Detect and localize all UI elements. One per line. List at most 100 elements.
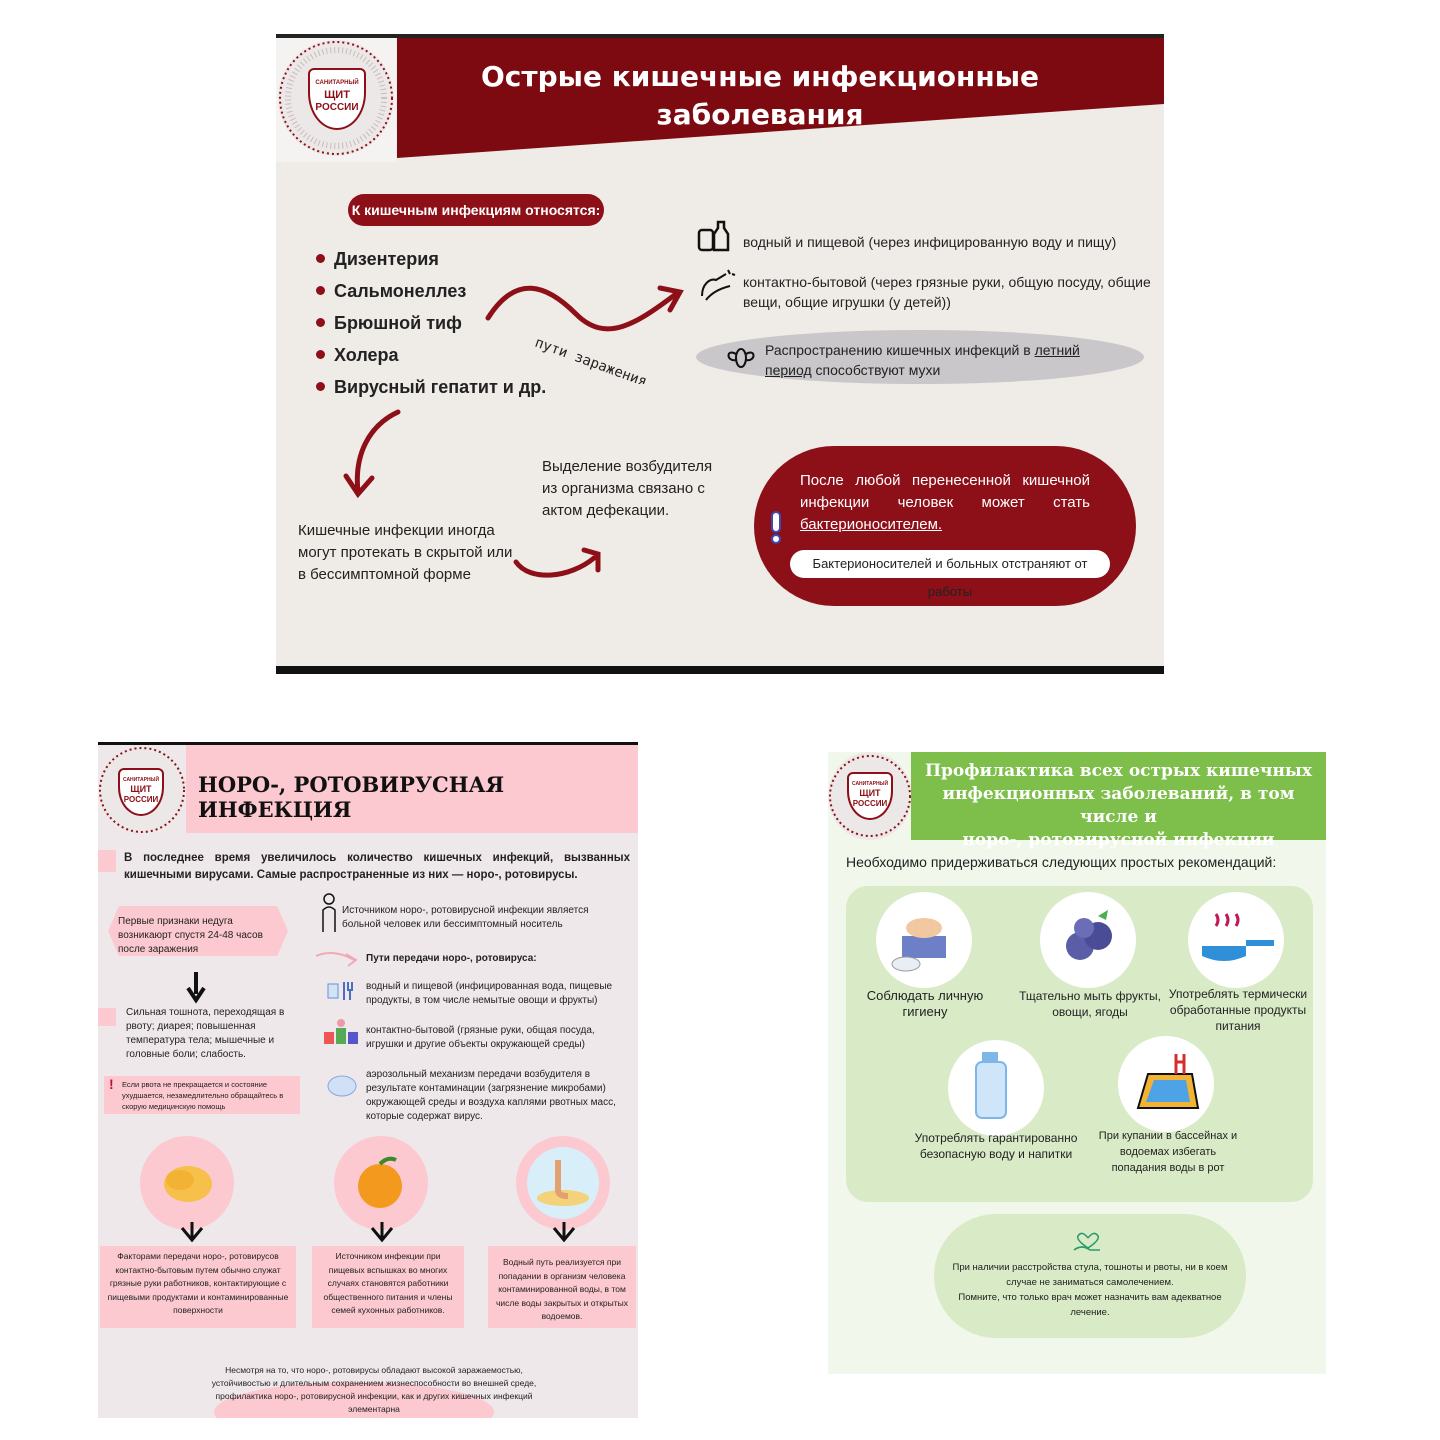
- exclamation-icon: [771, 511, 781, 544]
- bottom-border: [276, 666, 1164, 674]
- carrier-pill: Бактерионосителей и больных отстраняют о…: [790, 550, 1110, 599]
- list-item: Холера: [316, 342, 546, 374]
- water-bottle-icon: [975, 1052, 1007, 1119]
- heart-hand-icon: [1073, 1232, 1100, 1251]
- globe-dots-icon: [829, 755, 911, 837]
- washing-hands-icon: [701, 269, 736, 301]
- doctor-note-text: При наличии расстройства стула, тошноты …: [952, 1262, 1228, 1318]
- fly-icon: [727, 348, 755, 368]
- intro-text: В последнее время увеличилось количество…: [124, 852, 630, 881]
- source-text: Источником норо-, ротовирусной инфекции …: [342, 905, 589, 930]
- logo-area: САНИТАРНЫЙ ЩИТ РОССИИ: [276, 38, 396, 162]
- hands-circle: [140, 1136, 234, 1230]
- route-2: контактно-бытовой (грязные руки, общая п…: [366, 1025, 595, 1050]
- sanitary-shield-logo: САНИТАРНЫЙ ЩИТ РОССИИ: [278, 40, 394, 156]
- list-item: Дизентерия: [316, 246, 546, 278]
- logo-text-1: САНИТАРНЫЙ: [315, 80, 359, 86]
- rec-label-5: При купании в бассейнах и водоемах избег…: [1098, 1130, 1238, 1174]
- cloud-icon: [324, 1070, 360, 1104]
- symptoms-text: Сильная тошнота, переходящая в рвоту; ди…: [126, 1007, 285, 1060]
- logo-text-2: ЩИТ: [859, 788, 881, 798]
- flies-text: Распространению кишечных инфекций в летн…: [765, 340, 1125, 380]
- berries-icon: [1066, 910, 1112, 960]
- carrier-text-underlined: бактерионосителем.: [800, 516, 943, 533]
- logo-text-3: РОССИИ: [123, 795, 159, 804]
- washing-hands-icon: [164, 1166, 212, 1202]
- pan-icon-circle: [1188, 892, 1284, 988]
- logo-text-2: ЩИТ: [130, 784, 152, 794]
- globe-dots-icon: [99, 747, 185, 833]
- list-item: Вирусный гепатит и др.: [316, 374, 546, 406]
- header-band: [186, 745, 638, 833]
- water-feet-icon: [527, 1147, 599, 1219]
- flies-text-end: способствуют мухи: [811, 362, 941, 378]
- symptoms-marker: [98, 1008, 116, 1026]
- washing-hands-icon: [891, 918, 946, 972]
- down-arrow-icon: [186, 972, 206, 1004]
- frying-pan-icon: [1202, 913, 1274, 961]
- berries-icon-circle: [1040, 892, 1136, 988]
- routes-title: Пути передачи норо-, ротовируса:: [366, 953, 537, 964]
- pink-arrow-icon: [315, 952, 358, 967]
- sanitary-shield-logo: САНИТАРНЫЙ ЩИТ РОССИИ: [828, 752, 912, 840]
- defecation-text: Выделение возбудителя из организма связа…: [542, 458, 713, 519]
- people-icon: [324, 1018, 360, 1048]
- route-contact: контактно-бытовой (через грязные руки, о…: [743, 274, 1151, 310]
- norovirus-slide: САНИТАРНЫЙ ЩИТ РОССИИ НОРО-, РОТОВИРУСНА…: [98, 742, 638, 1418]
- flies-note-oval: [696, 330, 1144, 384]
- warning-box: ! Если рвота не прекращается и состояние…: [104, 1076, 300, 1114]
- curved-arrow-icon: пути заражения: [485, 285, 684, 384]
- rec-label-3: Употреблять термически обработанные прод…: [1168, 987, 1308, 1033]
- header-band: [911, 752, 1326, 840]
- top-border: [98, 742, 638, 745]
- first-signs-box: Первые признаки недуга возникаюрт спустя…: [108, 906, 288, 956]
- list-item: Брюшной тиф: [316, 310, 546, 342]
- route-water-food: водный и пищевой (через инфицированную в…: [743, 234, 1117, 250]
- down-arrow-icon: [180, 1222, 204, 1243]
- down-arrow-icon: [343, 409, 401, 499]
- intestinal-infections-slide: САНИТАРНЫЙ ЩИТ РОССИИ Острые кишечные ин…: [276, 34, 1164, 674]
- logo-shield: САНИТАРНЫЙ ЩИТ РОССИИ: [118, 768, 164, 816]
- exclamation-icon: !: [109, 1076, 114, 1092]
- water-circle: [516, 1136, 610, 1230]
- orange-icon: [358, 1156, 402, 1208]
- page-title: Профилактика всех острых кишечных инфекц…: [924, 761, 1313, 850]
- pool-icon-circle: [1118, 1036, 1214, 1132]
- lead-text: Необходимо придерживаться следующих прос…: [846, 854, 1277, 870]
- intro-pill: К кишечным инфекциям относятся:: [348, 194, 604, 226]
- factor-box-1: Факторами передачи норо-, ротовирусов ко…: [100, 1246, 296, 1328]
- orange-circle: [334, 1136, 428, 1230]
- rec-label-4: Употреблять гарантированно безопасную во…: [914, 1131, 1078, 1161]
- rec-label-1: Соблюдать личную гигиену: [866, 988, 984, 1019]
- routes-label: пути заражения: [533, 335, 649, 384]
- logo-text-2: ЩИТ: [324, 89, 350, 101]
- rec-label-2: Тщательно мыть фрукты, овощи, ягоды: [1019, 989, 1161, 1019]
- intro-marker: [98, 850, 116, 872]
- logo-shield: САНИТАРНЫЙ ЩИТ РОССИИ: [847, 772, 893, 820]
- top-border: [276, 34, 1164, 38]
- carrier-text: После любой перенесенной кишечной инфекц…: [800, 470, 1090, 536]
- sanitary-shield-logo: САНИТАРНЫЙ ЩИТ РОССИИ: [98, 746, 186, 834]
- globe-dots-icon: [279, 41, 393, 155]
- flies-text-underlined: летний период: [765, 342, 1080, 378]
- person-icon: [322, 893, 336, 932]
- carrier-text-part: После любой перенесенной кишечной инфекц…: [800, 472, 1090, 511]
- logo-text-1: САНИТАРНЫЙ: [122, 777, 160, 783]
- logo-text-1: САНИТАРНЫЙ: [851, 781, 889, 787]
- pool-icon: [1136, 1054, 1200, 1109]
- flies-text-part: Распространению кишечных инфекций в: [765, 342, 1035, 358]
- route-1: водный и пищевой (инфицированная вода, п…: [366, 981, 613, 1006]
- factor-box-3: Водный путь реализуется при попадании в …: [488, 1246, 636, 1328]
- logo-text-3: РОССИИ: [315, 102, 359, 113]
- carrier-oval: После любой перенесенной кишечной инфекц…: [754, 446, 1136, 606]
- page-title: НОРО-, РОТОВИРУСНАЯ ИНФЕКЦИЯ: [198, 772, 505, 822]
- prevention-slide: САНИТАРНЫЙ ЩИТ РОССИИ Профилактика всех …: [828, 752, 1326, 1374]
- down-arrow-icon: [552, 1222, 576, 1243]
- page-title: Острые кишечные инфекционные заболевания: [480, 60, 1040, 131]
- route-3: аэрозольный механизм передачи возбудител…: [366, 1069, 616, 1122]
- water-food-icon: [326, 978, 358, 1004]
- curved-arrow-icon: [513, 547, 601, 578]
- bottle-glass-icon: [697, 220, 730, 252]
- disease-list: Дизентерия Сальмонеллез Брюшной тиф Холе…: [316, 246, 546, 406]
- warning-text: Если рвота не прекращается и состояние у…: [122, 1080, 284, 1111]
